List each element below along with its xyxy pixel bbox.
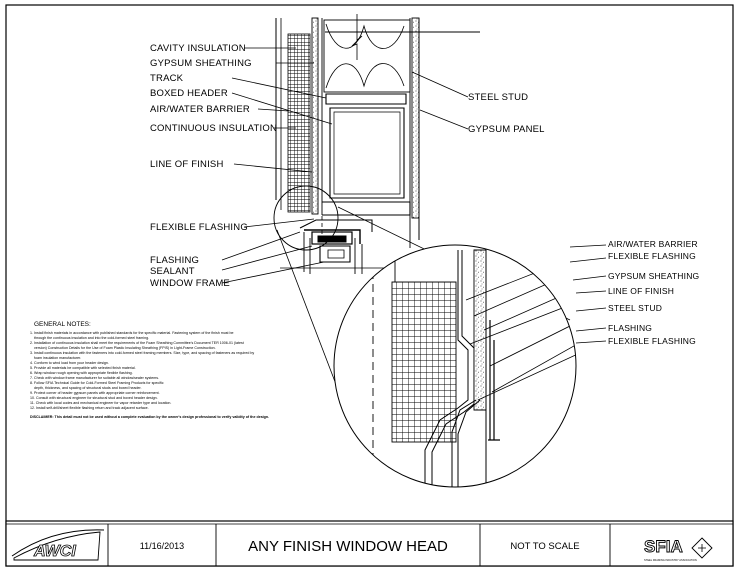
awci-logo-text: AWCI xyxy=(33,543,76,560)
note-line: 9. Protect corner of header gypsum panel… xyxy=(30,391,160,395)
label-steel-stud: STEEL STUD xyxy=(468,92,528,103)
label-track: TRACK xyxy=(150,73,184,84)
main-detail-leaders xyxy=(221,47,469,284)
note-line: 3. Install continuous insulation with th… xyxy=(30,351,254,355)
main-detail-labels: CAVITY INSULATION GYPSUM SHEATHING TRACK… xyxy=(150,43,545,289)
note-line: 2. Installation of continuous insulation… xyxy=(30,341,244,345)
label-gypsum-panel: GYPSUM PANEL xyxy=(468,124,545,135)
label-gypsum-sheathing: GYPSUM SHEATHING xyxy=(150,58,252,69)
disclaimer: DISCLAIMER: This detail must not be used… xyxy=(30,415,269,419)
note-line: 7. Check with window frame manufacturer … xyxy=(30,376,159,380)
note-line: through the continuous insulation and in… xyxy=(34,336,149,340)
awci-logo: AWCI xyxy=(11,529,105,561)
drawing-scale: NOT TO SCALE xyxy=(510,541,579,552)
enlarged-detail: AIR/WATER BARRIER FLEXIBLE FLASHING GYPS… xyxy=(333,239,699,488)
enlarged-label-flexible-flashing-2: FLEXIBLE FLASHING xyxy=(608,336,696,346)
enlarged-label-flashing: FLASHING xyxy=(608,323,652,333)
label-sealant: SEALANT xyxy=(150,266,195,277)
label-window-frame: WINDOW FRAME xyxy=(150,278,230,289)
label-flashing: FLASHING xyxy=(150,255,199,266)
note-line: 11. Check with local codes and mechanica… xyxy=(30,401,171,405)
notes-heading: GENERAL NOTES: xyxy=(34,321,91,328)
label-flexible-flashing: FLEXIBLE FLASHING xyxy=(150,222,248,233)
note-line: 10. Consult with structural engineer for… xyxy=(30,396,158,400)
drawing-title: ANY FINISH WINDOW HEAD xyxy=(248,538,448,555)
general-notes: GENERAL NOTES: 1. Install finish materia… xyxy=(30,321,269,419)
enlarged-label-steel-stud: STEEL STUD xyxy=(608,303,662,313)
note-line: 6. Wrap window rough opening with approp… xyxy=(30,371,133,375)
enlarged-label-line-of-finish: LINE OF FINISH xyxy=(608,286,674,296)
label-boxed-header: BOXED HEADER xyxy=(150,88,228,99)
note-line: 1. Install finish materials in accordanc… xyxy=(30,331,234,335)
note-line: 12. Install self-drill/sheet flexible fl… xyxy=(30,406,149,410)
drawing-date: 11/16/2013 xyxy=(140,541,184,551)
enlarged-label-gypsum-sheathing: GYPSUM SHEATHING xyxy=(608,271,699,281)
label-air-water-barrier: AIR/WATER BARRIER xyxy=(150,104,250,115)
sfia-logo-subtext: STEEL FRAMING INDUSTRY ASSOCIATION xyxy=(644,558,697,562)
note-line: 5. Provide all materials be compatible w… xyxy=(30,366,136,370)
enlarged-label-air-water-barrier: AIR/WATER BARRIER xyxy=(608,239,698,249)
note-line: version) Construction Details for the Us… xyxy=(34,346,216,350)
note-line: foam insulation manufacturer. xyxy=(34,356,81,360)
note-line: 4. Conform to wind load from your header… xyxy=(30,361,109,365)
sfia-logo-text: SFIA xyxy=(644,537,683,556)
note-line: 8. Follow SFIA Technical Guide for Cold-… xyxy=(30,381,164,385)
enlarged-label-flexible-flashing: FLEXIBLE FLASHING xyxy=(608,251,696,261)
sfia-logo: SFIA STEEL FRAMING INDUSTRY ASSOCIATION xyxy=(644,537,713,562)
label-cavity-insulation: CAVITY INSULATION xyxy=(150,43,246,54)
title-block: AWCI 11/16/2013 ANY FINISH WINDOW HEAD N… xyxy=(5,520,734,567)
note-line: depth, thickness, and spacing of structu… xyxy=(34,386,141,390)
label-line-of-finish: LINE OF FINISH xyxy=(150,159,224,170)
label-continuous-insulation: CONTINUOUS INSULATION xyxy=(150,123,277,134)
